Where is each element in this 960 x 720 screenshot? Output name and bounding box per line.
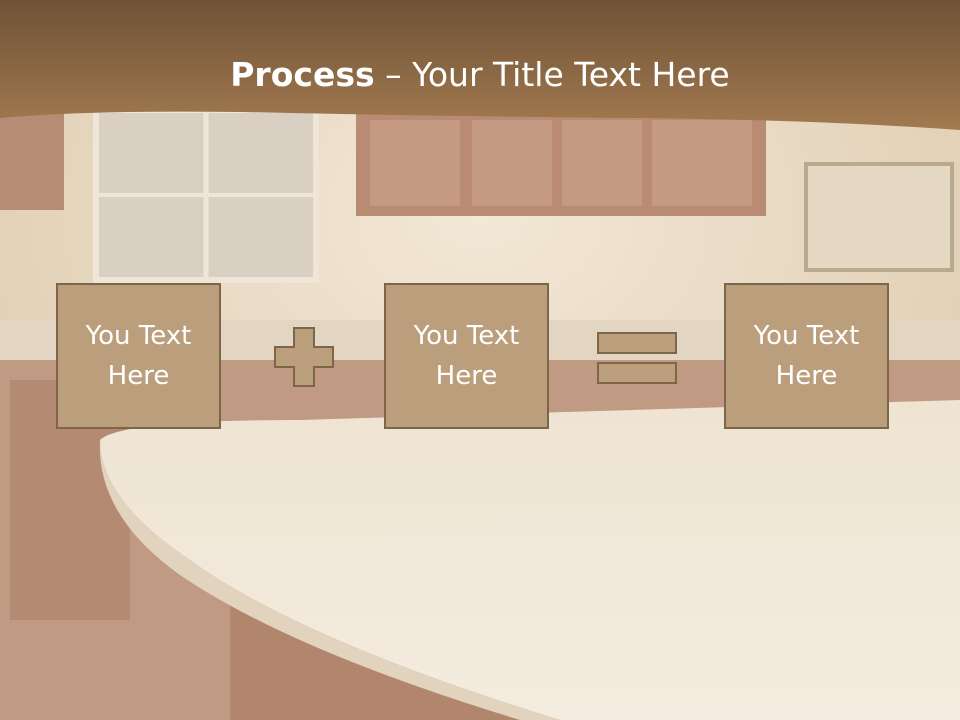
process-box-2-line2: Here — [435, 361, 498, 391]
slide-title: Process – Your Title Text Here — [0, 52, 960, 98]
process-box-3-line1: You Text — [753, 321, 860, 351]
process-box-1[interactable]: You Text Here — [56, 283, 221, 429]
process-box-2[interactable]: You Text Here — [384, 283, 549, 429]
process-box-3[interactable]: You Text Here — [724, 283, 889, 429]
process-box-1-text: You Text Here — [86, 316, 192, 396]
process-box-2-line1: You Text — [413, 321, 520, 351]
process-box-1-line2: Here — [107, 361, 170, 391]
process-box-3-line2: Here — [775, 361, 838, 391]
process-box-2-text: You Text Here — [414, 316, 520, 396]
plus-icon — [274, 327, 334, 387]
process-box-1-line1: You Text — [85, 321, 192, 351]
equals-icon — [597, 332, 677, 384]
slide-title-rest: – Your Title Text Here — [374, 55, 730, 94]
process-box-3-text: You Text Here — [754, 316, 860, 396]
slide-title-bold: Process — [230, 55, 375, 94]
